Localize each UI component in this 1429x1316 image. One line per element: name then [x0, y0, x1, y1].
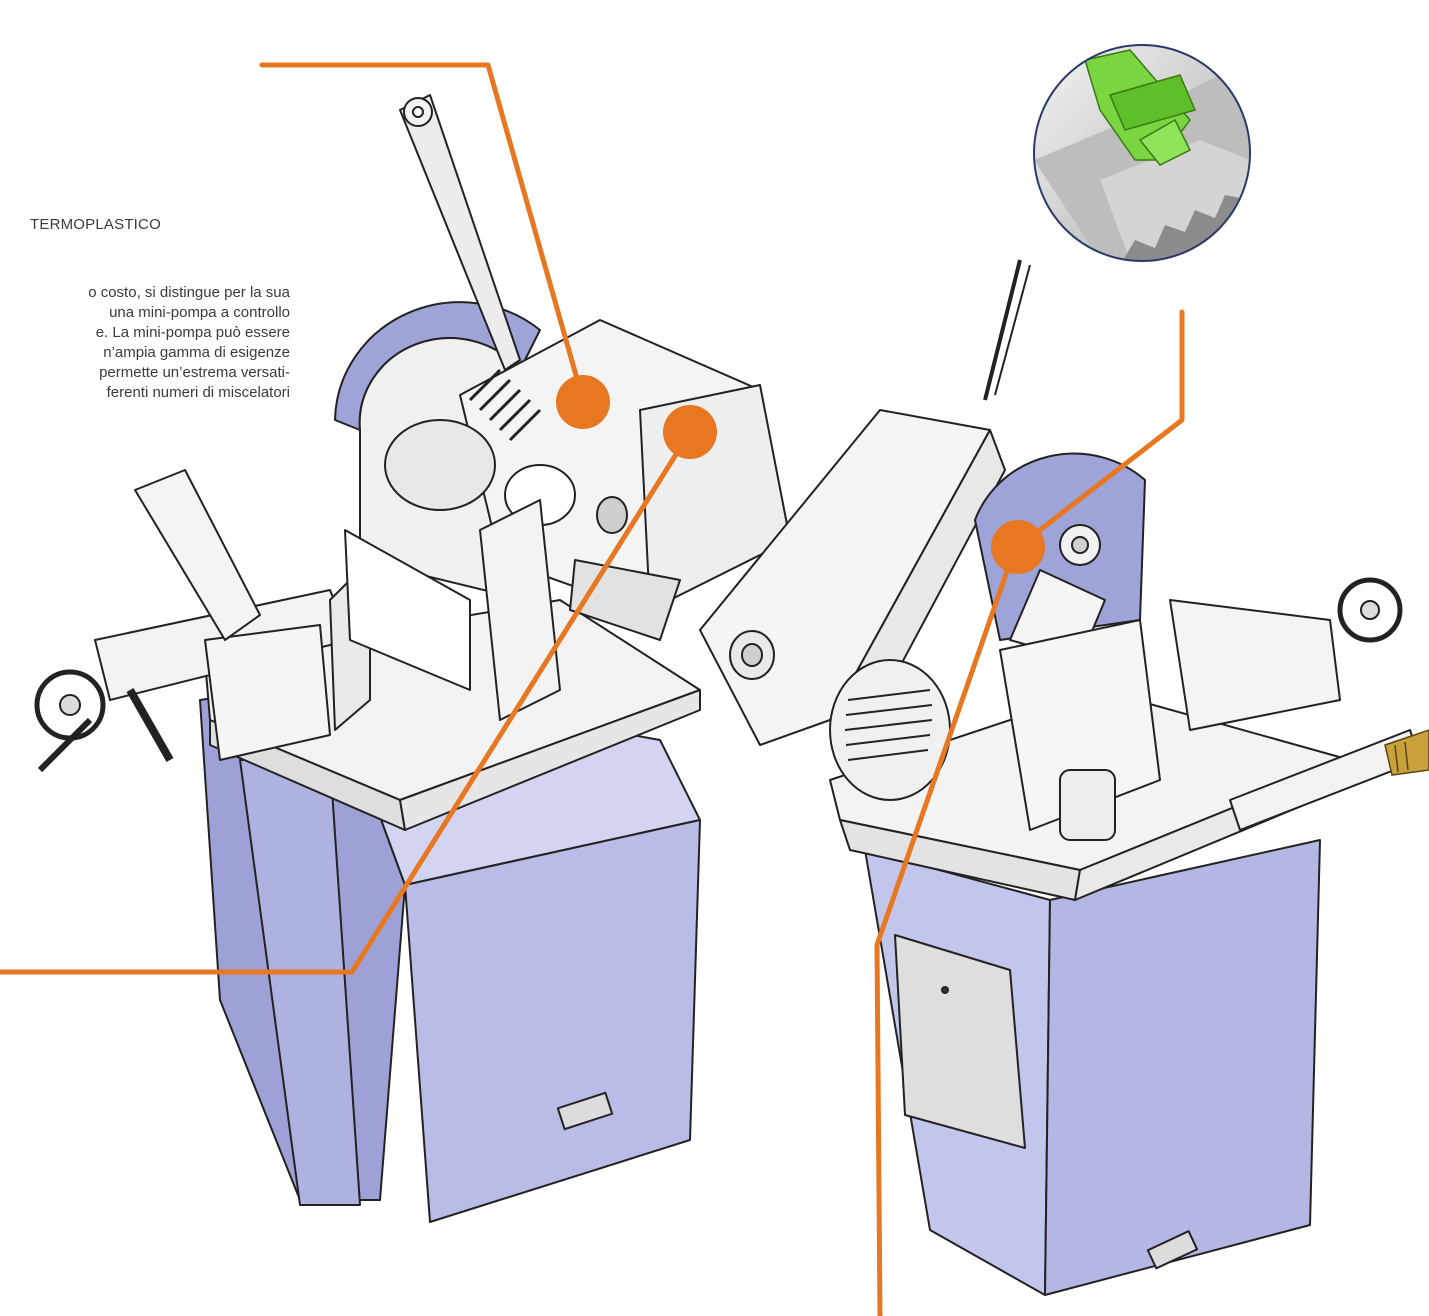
left-machine — [34, 94, 791, 1223]
right-cabinet-door — [894, 934, 1026, 1149]
right-vise — [999, 577, 1421, 841]
description-paragraph: o costo, si distingue per la sua una min… — [0, 283, 290, 403]
zoom-detail — [1033, 44, 1251, 262]
left-saw-head — [334, 301, 791, 721]
right-motor — [829, 659, 951, 801]
paragraph-line: permette un’estrema versati- — [99, 364, 290, 381]
paragraph-line: una mini-pompa a controllo — [109, 304, 290, 321]
callout-line-blade — [1015, 309, 1185, 550]
callout-line-motor — [259, 62, 586, 403]
left-blade-guard — [344, 529, 471, 691]
callout-lines — [0, 62, 1185, 1316]
callout-markers — [556, 375, 1045, 574]
right-blade — [974, 452, 1146, 661]
left-support-arm — [134, 469, 261, 641]
paragraph-line: e. La mini-pompa può essere — [95, 324, 290, 341]
section-heading: TERMOPLASTICO — [30, 216, 161, 233]
paragraph-line: ferenti numeri di miscelatori — [106, 384, 290, 401]
callout-dot-motor — [556, 375, 610, 429]
left-vise — [34, 559, 371, 773]
right-cabinet — [864, 839, 1321, 1296]
callout-dot-blade — [991, 520, 1045, 574]
right-machine — [699, 259, 1421, 1296]
callout-line-gearbox — [0, 429, 693, 975]
right-lever — [983, 259, 1022, 401]
paragraph-line: n’ampia gamma di esigenze — [103, 344, 290, 361]
callout-dot-gearbox — [663, 405, 717, 459]
callout-line-bottom — [874, 545, 1018, 1316]
brass-fitting — [1384, 729, 1429, 776]
paragraph-line: o costo, si distingue per la sua — [88, 284, 290, 301]
left-lever — [399, 94, 521, 371]
